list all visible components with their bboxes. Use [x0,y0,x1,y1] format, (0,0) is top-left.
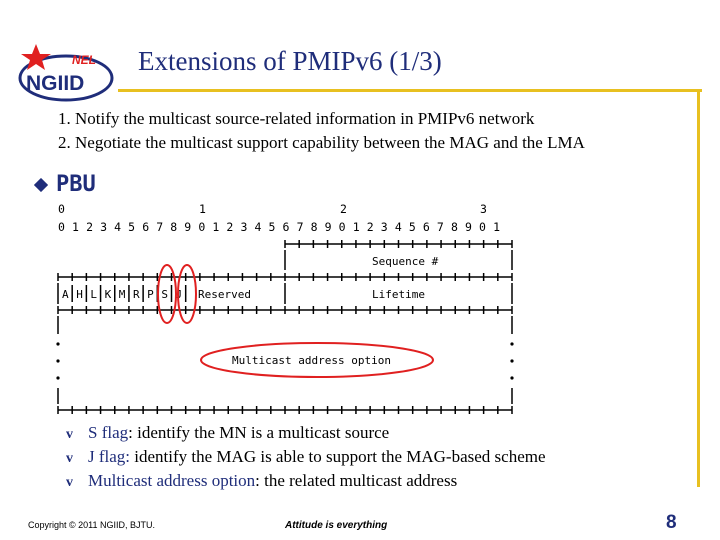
bullet-desc: identify the MAG is able to support the … [130,447,546,466]
s-flag-highlight [157,264,177,324]
check-bullet-icon: v [66,475,73,490]
title-rule [118,89,702,92]
sequence-label: Sequence # [372,255,439,268]
continuation-dot [56,376,60,380]
flag-l: L [90,288,97,301]
continuation-dot [56,342,60,346]
lifetime-label: Lifetime [372,288,425,301]
flag-h: H [76,288,83,301]
multicast-option-label: Multicast address option [232,354,391,367]
continuation-dot [510,342,514,346]
bit-tens-3: 3 [480,202,487,216]
footer-copyright: Copyright © 2011 NGIID, BJTU. [28,520,156,530]
flag-a: A [62,288,69,301]
bullet-desc: : the related multicast address [255,471,458,490]
section-label: PBU [56,172,96,197]
bullet-term: S flag [88,423,129,442]
continuation-dot [510,376,514,380]
intro-line-1: 1. Notify the multicast source-related i… [58,109,535,128]
side-rule [697,89,700,487]
flag-s: S [161,288,168,301]
bullet-desc: : identify the MN is a multicast source [128,423,390,442]
bullet-term: J flag: [88,447,131,466]
reserved-label: Reserved [198,288,251,301]
check-bullet-icon: v [66,427,73,442]
continuation-dot [510,359,514,363]
ngiid-logo: NEL NGIID [18,44,114,102]
j-flag-highlight [177,264,197,324]
flag-r: R [133,288,140,301]
bullet-j-flag: v J flag: identify the MAG is able to sup… [66,447,546,467]
bit-ones: 0 1 2 3 4 5 6 7 8 9 0 1 2 3 4 5 6 7 8 9 … [58,220,500,234]
bullet-s-flag: v S flag: identify the MN is a multicast … [66,423,389,443]
page-number: 8 [666,512,677,533]
check-bullet-icon: v [66,451,73,466]
slide-title: Extensions of PMIPv6 (1/3) [138,46,442,76]
logo-subtext: NEL [72,53,96,67]
diamond-bullet-icon [34,178,48,192]
footer-tagline: Attitude is everything [285,520,388,531]
bit-tens-0: 0 [58,202,65,216]
bit-tens-1: 1 [199,202,206,216]
flag-m: M [119,288,126,301]
bit-number-row: 0 1 2 3 0 1 2 3 4 5 6 7 8 9 0 1 2 3 4 5 … [58,202,500,234]
logo-text: NGIID [26,72,84,95]
intro-line-2: 2. Negotiate the multicast support capab… [58,133,585,152]
bullet-term: Multicast address option [88,471,256,490]
continuation-dot [56,359,60,363]
multicast-option-highlight [200,342,434,378]
bit-tens-2: 2 [340,202,347,216]
flag-p: P [147,288,154,301]
flag-k: K [105,288,112,301]
bullet-multicast-option: v Multicast address option: the related m… [66,471,457,491]
